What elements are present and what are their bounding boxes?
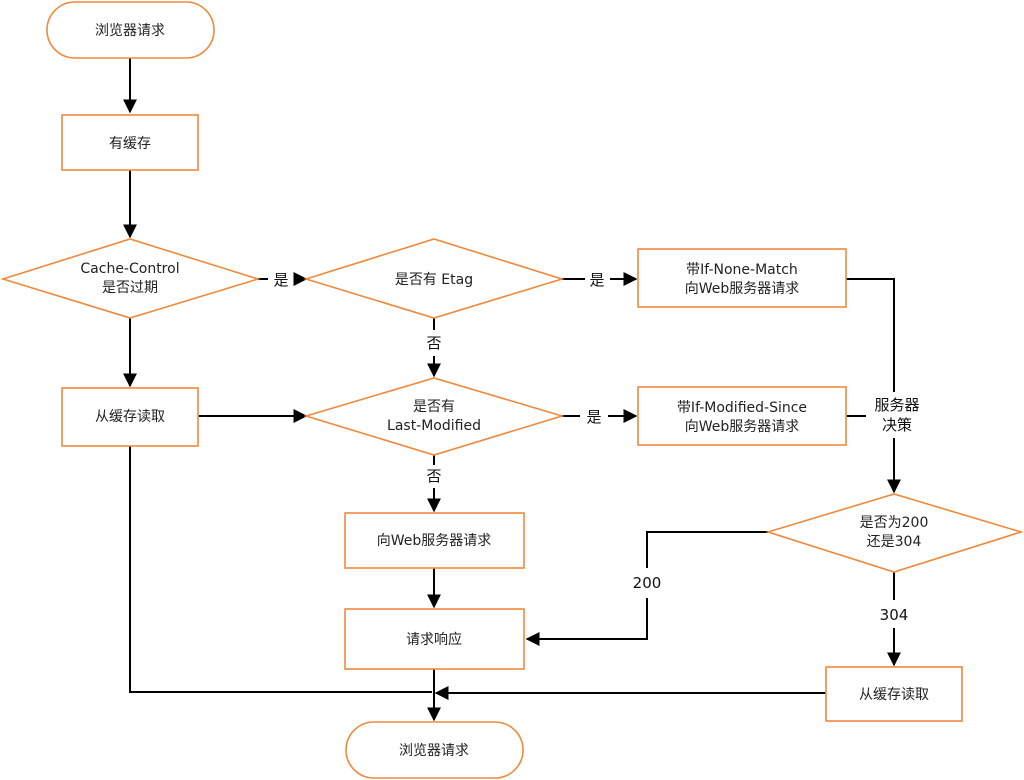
end-label: 浏览器请求 bbox=[399, 743, 469, 759]
if-modified-since-node bbox=[637, 386, 847, 446]
has-cache-label: 有缓存 bbox=[109, 136, 151, 152]
if-none-match-node bbox=[637, 248, 847, 308]
end-node bbox=[345, 721, 524, 779]
if-none-match-label-2: 向Web服务器请求 bbox=[685, 281, 800, 297]
if-modified-since-label-1: 带If-Modified-Since bbox=[677, 400, 807, 416]
response-label: 请求响应 bbox=[406, 631, 462, 648]
last-modified-label-2: Last-Modified bbox=[387, 418, 481, 434]
cache-control-decision bbox=[0, 238, 261, 319]
start-label: 浏览器请求 bbox=[95, 23, 165, 39]
edge-label-etag-no: 否 bbox=[426, 334, 441, 352]
edge-inm-to-decision bbox=[846, 278, 895, 392]
read-cache-304-node bbox=[825, 666, 963, 722]
last-modified-decision bbox=[303, 377, 565, 456]
cache-control-label-2: 是否过期 bbox=[102, 280, 158, 296]
read-cache-node bbox=[61, 387, 199, 447]
etag-label: 是否有 Etag bbox=[395, 272, 473, 288]
edge-read-to-end bbox=[129, 446, 432, 693]
status-label-1: 是否为200 bbox=[860, 515, 929, 531]
web-request-node bbox=[344, 512, 525, 569]
if-none-match-label-1: 带If-None-Match bbox=[686, 262, 798, 278]
edge-label-expired-yes: 是 bbox=[273, 271, 288, 289]
edge-200-to-response bbox=[525, 598, 648, 646]
status-decision bbox=[765, 493, 1024, 573]
edge-label-server-decision-2: 决策 bbox=[882, 416, 912, 434]
edge-label-304: 304 bbox=[880, 606, 909, 624]
edge-label-200: 200 bbox=[633, 574, 662, 592]
edge-label-lm-yes: 是 bbox=[586, 408, 601, 426]
read-cache-label: 从缓存读取 bbox=[95, 408, 165, 425]
status-label-2: 还是304 bbox=[867, 534, 922, 550]
response-node bbox=[344, 608, 525, 670]
web-request-label: 向Web服务器请求 bbox=[377, 533, 492, 549]
cache-control-label-1: Cache-Control bbox=[80, 261, 179, 277]
start-node bbox=[46, 1, 215, 59]
has-cache-node bbox=[61, 114, 199, 171]
edge-label-server-decision-1: 服务器 bbox=[874, 396, 919, 414]
if-modified-since-label-2: 向Web服务器请求 bbox=[685, 419, 800, 435]
edge-label-lm-no: 否 bbox=[426, 467, 441, 485]
read-cache-304-label: 从缓存读取 bbox=[859, 686, 929, 703]
edge-label-etag-yes: 是 bbox=[589, 271, 604, 289]
edge-check-200 bbox=[646, 531, 768, 568]
last-modified-label-1: 是否有 bbox=[413, 399, 455, 415]
etag-decision bbox=[303, 238, 565, 319]
